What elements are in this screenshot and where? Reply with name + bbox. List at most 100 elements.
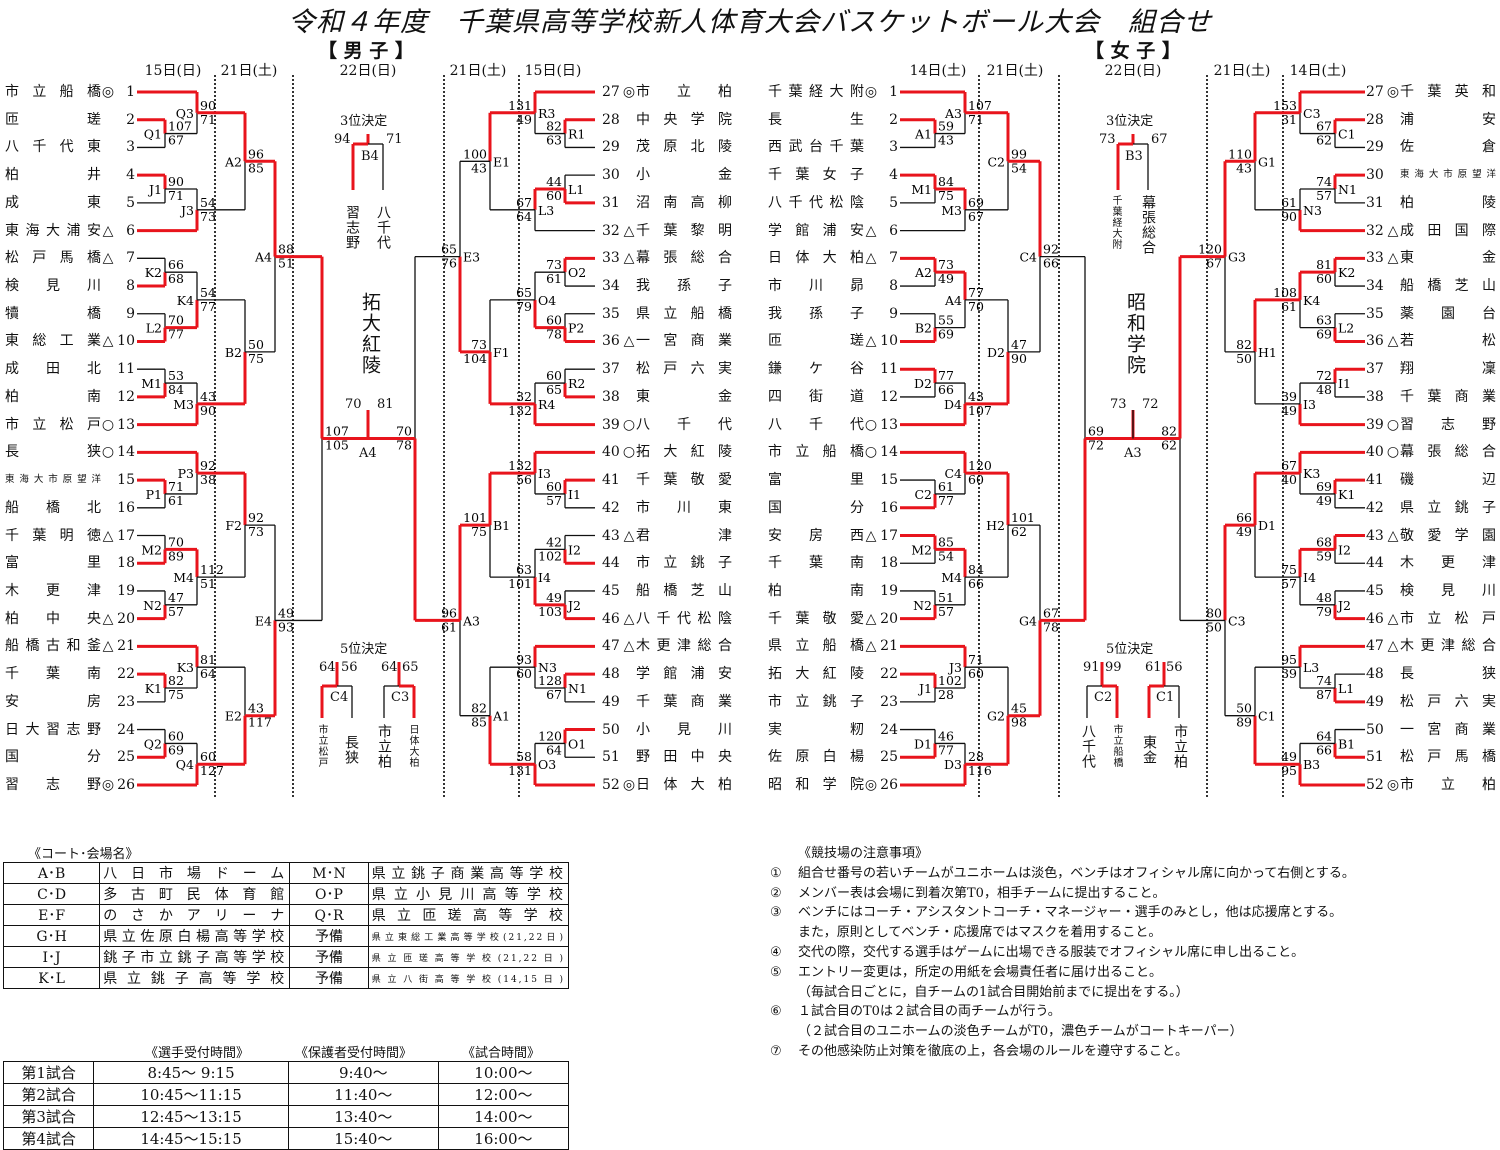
score: 65 xyxy=(546,382,562,397)
court-code: 予備 xyxy=(289,967,369,989)
score: 46 xyxy=(938,728,954,743)
draw-number: 8 xyxy=(889,278,898,295)
score: 78 xyxy=(1043,619,1059,634)
seed-mark: △ xyxy=(865,222,877,239)
draw-number: 7 xyxy=(889,250,898,267)
score: 60 xyxy=(200,749,216,764)
time-value: 14:00～ xyxy=(437,1105,570,1128)
team-name: 木更津総合 xyxy=(636,638,732,655)
score: 89 xyxy=(1236,715,1252,730)
draw-number: 52 xyxy=(1366,777,1384,793)
draw-number: 39 xyxy=(1366,416,1384,433)
team-name: 習志野 xyxy=(5,777,101,793)
draw-number: 18 xyxy=(880,555,898,572)
court-code: K･L xyxy=(2,967,101,989)
score: 61 xyxy=(1281,299,1297,314)
team-name: 西武台千葉 xyxy=(768,139,864,156)
final-match-id: A4 xyxy=(359,446,377,461)
third-team: 幕張総合 xyxy=(1140,195,1156,255)
court-code: A･B xyxy=(2,862,101,884)
team-entry: 33△幕張総合 xyxy=(602,248,732,268)
team-name: 富里 xyxy=(768,472,864,489)
match-id: A2 xyxy=(224,154,242,169)
score: 95 xyxy=(1281,652,1297,667)
team-entry: 36△一宮商業 xyxy=(602,331,732,351)
score: 81 xyxy=(1316,257,1332,272)
draw-number: 48 xyxy=(1366,666,1384,683)
score: 58 xyxy=(516,749,532,764)
venue-name: 県立匝瑳高等学校(21,22日) xyxy=(367,946,570,968)
match-id: I2 xyxy=(568,542,581,557)
draw-number: 47 xyxy=(1366,638,1384,655)
match-id: L3 xyxy=(1303,660,1319,675)
team-entry: 46△市立松戸 xyxy=(1366,609,1496,629)
fifth-score: 65 xyxy=(402,660,419,675)
draw-number: 51 xyxy=(1366,749,1384,766)
seed-mark: △ xyxy=(623,250,635,267)
team-entry: 東海大浦安△6 xyxy=(5,221,135,241)
team-entry: 柏中央△20 xyxy=(5,609,135,629)
score: 64 xyxy=(546,742,562,757)
score: 71 xyxy=(968,112,984,127)
team-name: 市立柏 xyxy=(636,84,732,100)
team-name: 拓大紅陵 xyxy=(768,666,864,683)
score: 78 xyxy=(546,327,562,342)
fifth-team: 東金 xyxy=(1141,735,1157,765)
note-text: 交代の際，交代する選手はゲームに出場できる服装でオフィシャル席に申し出ること。 xyxy=(798,944,1305,960)
time-value: 12:45～13:15 xyxy=(93,1105,289,1128)
draw-number: 6 xyxy=(126,222,135,239)
fifth-score: 64 xyxy=(319,660,336,675)
seed-mark: △ xyxy=(865,610,877,627)
score: 88 xyxy=(278,242,294,257)
day-divider xyxy=(1206,75,1208,797)
score: 101 xyxy=(1011,510,1035,525)
team-name: 東金 xyxy=(1400,250,1496,267)
day-divider xyxy=(1282,75,1284,797)
court-code: 予備 xyxy=(289,946,369,968)
team-entry: 47△木更津総合 xyxy=(602,636,732,656)
note-text: ベンチにはコーチ・アシスタントコーチ・マネージャー・選手のみとし，他は応援席とす… xyxy=(798,905,1343,921)
fifth-score: 56 xyxy=(341,660,358,675)
score: 50 xyxy=(248,337,264,352)
match-id: A3 xyxy=(944,106,962,121)
team-name: 鎌ケ谷 xyxy=(768,361,864,378)
draw-number: 40 xyxy=(602,444,620,461)
draw-number: 36 xyxy=(602,333,620,350)
team-name: 佐倉 xyxy=(1400,139,1496,156)
score: 39 xyxy=(1281,666,1297,681)
seed-mark: △ xyxy=(102,333,114,350)
seed-mark: △ xyxy=(623,222,635,239)
court-code: M･N xyxy=(289,862,369,884)
score: 120 xyxy=(1198,242,1222,257)
draw-number: 10 xyxy=(880,333,898,350)
score: 73 xyxy=(546,257,562,272)
score: 81 xyxy=(200,652,216,667)
score: 75 xyxy=(1281,562,1297,577)
venue-name: 多古町民体育館 xyxy=(99,883,291,905)
seed-mark: △ xyxy=(1387,333,1399,350)
team-name: 幕張総合 xyxy=(1400,444,1496,461)
score: 105 xyxy=(325,438,349,453)
team-name: 千葉南 xyxy=(5,666,101,683)
draw-number: 37 xyxy=(1366,361,1384,378)
draw-number: 41 xyxy=(1366,472,1384,489)
score: 90 xyxy=(1281,209,1297,224)
draw-number: 50 xyxy=(602,721,620,738)
score: 131 xyxy=(508,98,532,113)
draw-number: 5 xyxy=(889,194,898,211)
fifth-score: 91 xyxy=(1083,660,1100,675)
score: 49 xyxy=(546,590,562,605)
match-id: I2 xyxy=(1338,542,1351,557)
fifth-match-id: C2 xyxy=(1094,690,1113,705)
note-item: また，原則としてベンチ・応援席ではマスクを着用すること。 xyxy=(770,923,1490,943)
